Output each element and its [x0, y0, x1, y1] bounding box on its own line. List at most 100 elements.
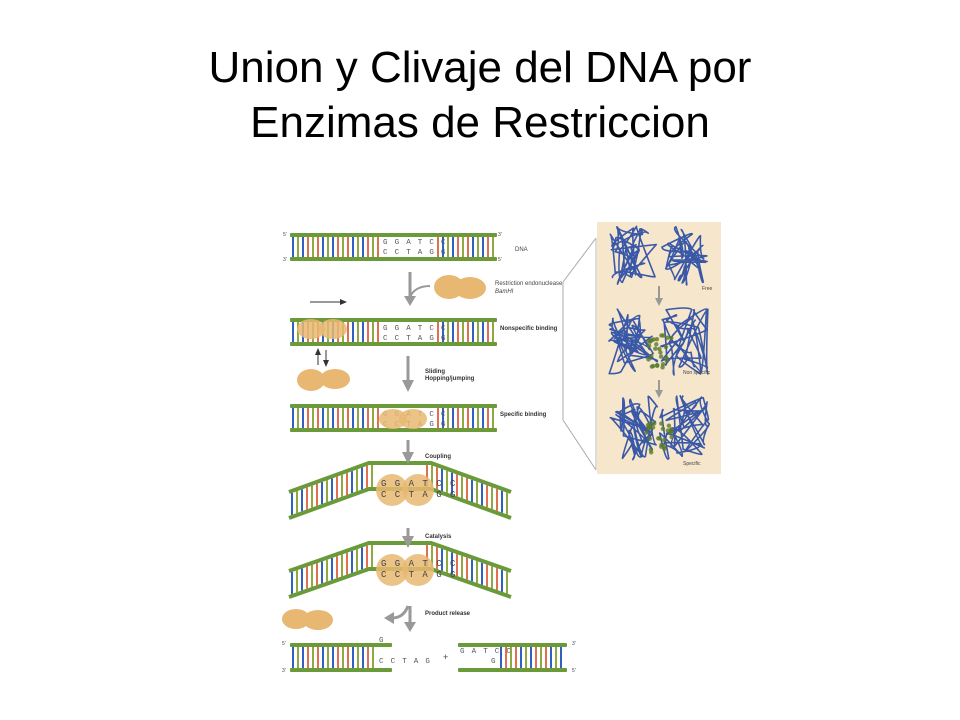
protein-ribbon: [661, 225, 708, 286]
dna-atom: [649, 450, 654, 455]
dna-atom: [656, 436, 661, 441]
dna-atom: [669, 434, 674, 440]
strand-end-label: 5': [283, 232, 287, 238]
dna-atom: [653, 346, 658, 351]
step-arrow: [404, 272, 431, 306]
dna-atom: [663, 344, 669, 350]
dna-atom: [649, 353, 654, 359]
structure-state-label-free: Free: [702, 286, 713, 292]
step-label-nonspecific-binding: Nonspecific binding: [500, 326, 558, 332]
step-arrow: [402, 440, 414, 464]
plus-sign: +: [443, 652, 448, 662]
structure-state-label-nonspecific: Non specific: [683, 370, 711, 376]
dna-backbone: [458, 643, 567, 647]
dna-atom: [660, 426, 666, 431]
dna-backbone: [290, 318, 497, 322]
step-label-sliding: Sliding: [425, 369, 445, 375]
enzyme-coupling: [376, 474, 434, 506]
dna-atom: [648, 420, 653, 426]
figure-background: [280, 220, 580, 680]
dna-atom: [665, 335, 670, 340]
dna-duplex-initial: [290, 233, 497, 261]
dna-atom: [651, 363, 656, 369]
hopping-arrows: [315, 348, 329, 367]
dna-atom: [654, 342, 659, 347]
dna-atom: [652, 421, 657, 426]
recognition-sequence-top: G G A T C C: [383, 325, 447, 333]
recognition-sequence-bottom: C C T A G G: [383, 249, 447, 257]
dna-label: DNA: [515, 247, 528, 253]
dna-atom: [646, 343, 652, 348]
enzyme-hopping: [297, 369, 350, 391]
dna-atom: [659, 333, 664, 338]
dna-backbone: [290, 233, 497, 237]
enzyme-specific-bound: [379, 409, 427, 429]
strand-end-label: 5': [498, 257, 502, 263]
step-label-product-release: Product release: [425, 611, 471, 617]
dna-atom: [654, 337, 660, 342]
strand-end-label: 3': [283, 257, 287, 263]
step-label-catalysis: Catalysis: [425, 534, 452, 540]
structure-state-label-specific: Specific: [683, 461, 701, 467]
step-arrow: [402, 528, 414, 548]
recognition-sequence-bottom: C C T A G G: [383, 335, 447, 343]
dna-backbone: [290, 428, 497, 432]
dna-duplex-coupling: [288, 461, 512, 520]
dna-atom: [662, 444, 667, 449]
dna-atom: [648, 339, 653, 344]
structure-arrow: [655, 286, 663, 306]
step-arrow: [402, 356, 414, 392]
product-sequence-right-top: G A T C C: [460, 648, 512, 656]
protein-ribbon: [660, 307, 709, 376]
recognition-sequence-bottom: C C T A G G: [381, 570, 457, 580]
dna-atom: [646, 357, 651, 362]
dna-atom: [647, 436, 652, 441]
dna-backbone: [290, 643, 392, 647]
protein-ribbon: [608, 308, 659, 375]
product-sequence-left-top: G: [379, 637, 385, 645]
protein-ribbon: [609, 225, 658, 285]
product-sequence-right-bottom: G: [491, 658, 497, 666]
dna-atom: [644, 430, 649, 435]
product-sequence-left-bottom: C C T A G: [379, 658, 431, 666]
dna-atom: [658, 354, 664, 359]
protein-structure-free: [609, 225, 708, 286]
slide-title: Union y Clivaje del DNA por Enzimas de R…: [0, 40, 960, 150]
dna-backbone: [290, 668, 392, 672]
dna-backbone: [288, 461, 512, 494]
recognition-sequence-top: G G A T C C: [383, 239, 447, 247]
dna-atom: [658, 350, 663, 355]
dna-atom: [666, 423, 672, 428]
dna-product-left: [290, 643, 392, 672]
recognition-sequence-bottom: C C T A G G: [381, 490, 457, 500]
dna-atom: [669, 335, 674, 341]
dna-atom: [668, 430, 673, 435]
zoom-connector: [562, 237, 597, 471]
enzyme-nonspecific-bound: [297, 319, 347, 339]
enzyme-name: BamHI: [495, 289, 514, 295]
step-label-hopping: Hopping/jumping: [425, 376, 475, 382]
recognition-sequence-top: G G A T C C: [381, 479, 457, 489]
dna-atom: [650, 425, 656, 430]
structure-arrow: [655, 380, 663, 398]
enzyme-released: [282, 609, 333, 630]
dna-backbone: [290, 342, 497, 346]
strand-end-label: 3': [498, 232, 502, 238]
protein-structure-nonspecific: [608, 307, 709, 376]
dna-atom: [657, 346, 662, 352]
dna-atom: [659, 421, 664, 426]
protein-ribbon: [609, 395, 659, 461]
protein-structure-specific: [609, 395, 710, 461]
sliding-direction-arrow: [310, 299, 347, 305]
strand-end-label: 3': [282, 668, 286, 674]
strand-end-label: 5': [572, 668, 576, 674]
dna-atom: [664, 356, 669, 361]
strand-end-label: 3': [572, 641, 576, 647]
enzyme-free: [434, 275, 486, 299]
dna-atom: [655, 363, 660, 368]
strand-end-label: 5': [282, 641, 286, 647]
enzyme-label: Restriction endonuclease: [495, 281, 563, 287]
recognition-sequence-top: G G A T C C: [381, 559, 457, 569]
step-arrow: [384, 605, 416, 632]
